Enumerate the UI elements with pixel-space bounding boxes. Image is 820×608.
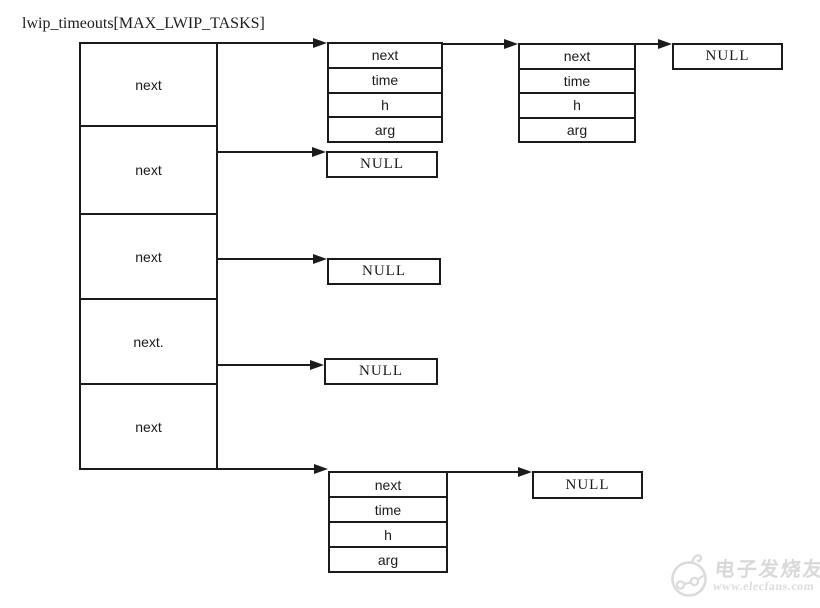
node2-field-time: time [520,70,634,94]
array-cell-2: next [81,215,216,300]
arrowhead-icon [518,467,532,477]
null-label: NULL [360,156,404,172]
array-cell-1: next [81,127,216,215]
arrowhead-icon [314,464,328,474]
pointer-line-node2-null [634,43,658,45]
array-cell-0: next [81,44,216,127]
pointer-line-row2 [216,151,312,153]
null-box-row2: NULL [326,151,438,178]
arrowhead-icon [310,360,324,370]
null-box-row3: NULL [327,258,441,285]
watermark-brand: 电子发烧友 [713,556,820,581]
pointer-line-row4 [216,364,310,366]
field-label: next [563,48,591,65]
timeout-node-2: next time h arg [518,43,636,143]
array-cell-label: next [135,418,162,435]
array-cell-label: next [135,76,162,93]
field-label: h [381,96,389,113]
watermark-site: www.elecfans.com [712,578,815,593]
null-box-row1: NULL [672,43,783,70]
arrowhead-icon [313,254,327,264]
null-box-row4: NULL [324,358,438,385]
timeout-node-1: next time h arg [327,42,443,143]
diagram-title: lwip_timeouts[MAX_LWIP_TASKS] [22,15,265,32]
null-label: NULL [362,263,406,279]
node2-field-arg: arg [520,119,634,142]
null-label: NULL [565,476,610,493]
arrowhead-icon [504,39,518,49]
field-label: next [374,476,402,493]
array-cell-label: next [135,248,162,265]
watermark: 电子发烧友 www.elecfans.com [668,551,820,599]
field-label: h [573,97,581,114]
elecfans-logo-icon [671,554,707,597]
node3-field-next: next [330,473,446,498]
null-label: NULL [705,48,750,64]
field-label: arg [566,121,588,138]
pointer-line-row3 [216,258,313,260]
field-label: time [374,501,402,518]
array-cell-3: next. [81,300,216,385]
timeout-node-3: next time h arg [328,471,448,573]
node1-field-arg: arg [329,118,441,141]
timeout-pointer-array: next next next next. next [79,42,218,470]
null-label: NULL [359,363,403,379]
field-label: h [384,526,392,543]
watermark-text: 电子发烧友 www.elecfans.com [712,556,820,593]
arrowhead-icon [313,38,327,48]
field-label: next [371,47,399,64]
arrowhead-icon [312,147,326,157]
field-label: time [371,72,399,89]
node2-field-h: h [520,94,634,119]
array-cell-label: next. [133,333,164,350]
node1-field-next: next [329,44,441,69]
array-cell-4: next [81,385,216,468]
array-cell-label: next [135,162,162,178]
pointer-line-node1-node2 [441,43,504,45]
pointer-line-row1 [216,42,313,44]
node3-field-h: h [330,523,446,548]
node2-field-next: next [520,45,634,70]
pointer-line-node3-null [446,471,518,473]
node1-field-h: h [329,94,441,119]
null-box-row5: NULL [532,471,643,499]
pointer-line-row5 [216,468,314,470]
node1-field-time: time [329,69,441,94]
node3-field-arg: arg [330,548,446,571]
field-label: time [563,72,591,89]
node3-field-time: time [330,498,446,523]
field-label: arg [374,121,396,138]
arrowhead-icon [658,39,672,49]
field-label: arg [377,551,399,568]
